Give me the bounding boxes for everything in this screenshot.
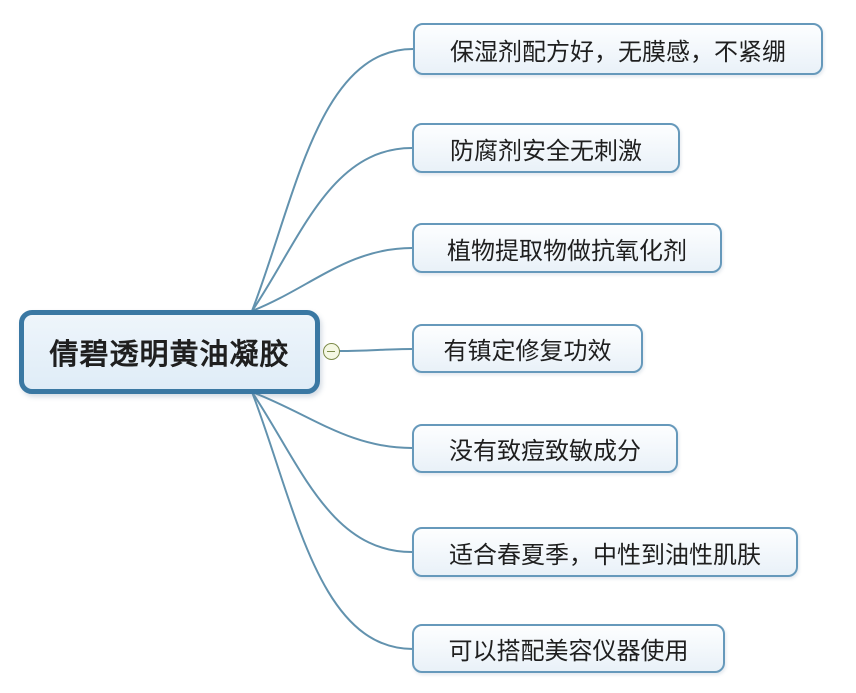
branch-node-skin-type[interactable]: 适合春夏季，中性到油性肌肤 <box>412 527 798 577</box>
minus-glyph <box>327 350 335 353</box>
branch-node-beauty-device[interactable]: 可以搭配美容仪器使用 <box>412 624 725 673</box>
branch-label: 防腐剂安全无刺激 <box>450 138 642 165</box>
central-topic-label: 倩碧透明黄油凝胶 <box>49 339 290 371</box>
branch-node-non-comedogenic[interactable]: 没有致痘致敏成分 <box>412 424 678 473</box>
branch-node-moisturizer[interactable]: 保湿剂配方好，无膜感，不紧绷 <box>413 23 823 75</box>
branch-label: 没有致痘致敏成分 <box>449 439 641 465</box>
branch-label: 植物提取物做抗氧化剂 <box>447 238 687 265</box>
branch-label: 保湿剂配方好，无膜感，不紧绷 <box>450 39 786 66</box>
collapse-icon[interactable] <box>323 343 340 360</box>
branch-node-antioxidant[interactable]: 植物提取物做抗氧化剂 <box>412 223 722 273</box>
connector-branch-4 <box>339 348 413 352</box>
central-topic-node[interactable]: 倩碧透明黄油凝胶 <box>19 310 320 394</box>
branch-label: 可以搭配美容仪器使用 <box>448 639 689 665</box>
connector-branch-7 <box>251 391 414 650</box>
connector-branch-5 <box>251 391 413 449</box>
branch-node-soothing[interactable]: 有镇定修复功效 <box>412 324 643 373</box>
branch-label: 适合春夏季，中性到油性肌肤 <box>449 542 761 569</box>
connector-branch-6 <box>251 391 413 553</box>
connector-branch-3 <box>251 247 413 312</box>
connector-branch-1 <box>251 48 414 312</box>
branch-label: 有镇定修复功效 <box>443 339 612 365</box>
branch-node-preservative[interactable]: 防腐剂安全无刺激 <box>412 123 680 173</box>
connector-branch-2 <box>251 147 413 312</box>
